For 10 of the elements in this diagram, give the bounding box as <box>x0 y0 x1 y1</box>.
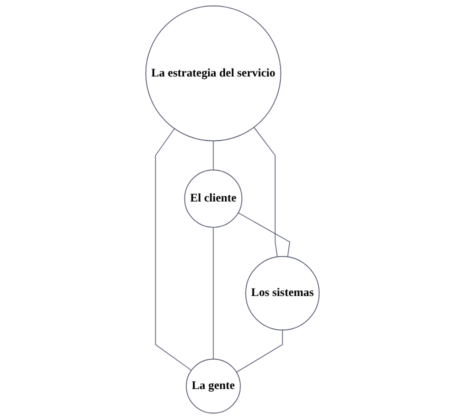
connector <box>238 212 290 258</box>
connector <box>212 140 214 170</box>
node-circle: La gente <box>186 358 241 414</box>
connector <box>212 226 214 360</box>
connector <box>236 330 283 373</box>
node-circle: El cliente <box>184 170 242 228</box>
node-circle: Los sistemas <box>245 256 320 330</box>
connector <box>254 126 278 258</box>
node-circle: La estrategia del servicio <box>145 5 282 142</box>
connector <box>155 128 192 371</box>
